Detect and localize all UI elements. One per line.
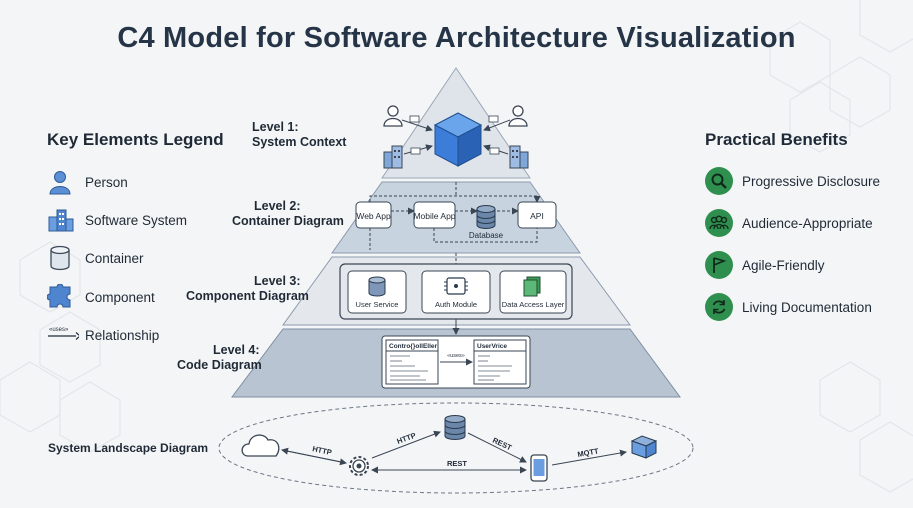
class-box: [473, 339, 527, 385]
class-name: UserVrice: [477, 343, 507, 350]
person-icon: [508, 105, 528, 127]
container-icon: [47, 243, 79, 273]
landscape-boundary: [218, 402, 694, 494]
mobile-phone-icon: [530, 454, 548, 482]
legend-panel: Key Elements Legend Person Software Syst…: [47, 130, 227, 343]
flag-icon: [705, 251, 733, 279]
benefit-item: Progressive Disclosure: [705, 166, 905, 196]
benefit-item: Audience-Appropriate: [705, 208, 905, 238]
container-diagram: Web App Mobile App Database API: [355, 182, 557, 250]
building-icon: [383, 145, 403, 169]
database-label: Database: [469, 231, 504, 240]
page-title: C4 Model for Software Architecture Visua…: [117, 22, 796, 54]
tier-level-2: [331, 181, 581, 254]
document-stack-icon: [523, 276, 541, 297]
data-access-layer-label: Data Access Layer: [502, 300, 565, 309]
person-icon: [383, 105, 403, 127]
uses-relation-label: «uses»: [447, 353, 465, 359]
message-envelope-icon: [409, 115, 420, 123]
level-2-label: Level 2: Container Diagram: [232, 199, 344, 228]
web-app-label: Web App: [356, 211, 391, 221]
legend-label: Container: [85, 250, 144, 266]
benefits-heading: Practical Benefits: [705, 130, 848, 149]
user-service-label: User Service: [356, 300, 399, 309]
message-envelope-icon: [489, 147, 500, 155]
system-context-diagram: [383, 105, 529, 169]
component-diagram: User Service Auth Module Data Access Lay…: [339, 253, 573, 320]
code-lines: [390, 355, 428, 381]
chip-icon: [444, 277, 468, 295]
legend-label: Person: [85, 174, 128, 190]
benefit-item: Agile-Friendly: [705, 250, 905, 280]
edge-label-http: HTTP: [312, 444, 333, 457]
legend-item-person: Person: [47, 167, 227, 197]
edge-label-http: HTTP: [396, 431, 417, 446]
code-lines: [478, 355, 512, 381]
benefits-panel: Practical Benefits Progressive Disclosur…: [705, 130, 905, 321]
edge-label-mqtt: MQTT: [577, 446, 600, 459]
magnifier-icon: [705, 167, 733, 195]
landscape-label: System Landscape Diagram: [48, 441, 209, 455]
audience-icon: [705, 209, 733, 237]
central-system-cube-icon: [433, 112, 483, 167]
cloud-icon: [241, 434, 280, 457]
message-envelope-icon: [410, 147, 421, 155]
refresh-icon: [705, 293, 733, 321]
web-app-container: [355, 201, 392, 229]
auth-module-label: Auth Module: [435, 300, 477, 309]
relationship-arrow-icon: «uses»: [47, 320, 79, 350]
component-icon: [47, 282, 79, 312]
system-landscape-diagram: HTTP HTTP REST REST MQTT: [218, 402, 694, 494]
legend-label: Component: [85, 289, 155, 305]
benefit-item: Living Documentation: [705, 292, 905, 322]
benefit-label: Living Documentation: [742, 299, 872, 315]
gear-icon: [349, 456, 369, 476]
legend-label: Software System: [85, 212, 188, 228]
level-3-label: Level 3: Component Diagram: [186, 274, 309, 303]
software-system-icon: [47, 205, 79, 235]
level-1-label: Level 1: System Context: [252, 120, 347, 149]
api-container: [517, 201, 557, 229]
building-icon: [509, 145, 529, 169]
legend-label: Relationship: [85, 327, 160, 343]
level-4-label: Level 4: Code Diagram: [177, 343, 262, 372]
class-box: [385, 339, 439, 385]
class-name: Contro{}ollEller: [389, 343, 438, 350]
legend-item-relationship: «uses» Relationship: [47, 320, 227, 350]
mobile-app-container: [413, 201, 456, 229]
edge-label-rest: REST: [447, 459, 467, 468]
mobile-app-label: Mobile App: [413, 211, 455, 221]
legend-item-software-system: Software System: [47, 205, 227, 235]
database-icon: [444, 415, 466, 440]
benefit-label: Agile-Friendly: [742, 257, 825, 273]
benefit-label: Progressive Disclosure: [742, 173, 881, 189]
database-icon: [476, 205, 496, 229]
legend-item-component: Component: [47, 282, 227, 312]
legend-heading: Key Elements Legend: [47, 130, 224, 149]
relationship-arrow-text: «uses»: [49, 327, 69, 333]
benefit-label: Audience-Appropriate: [742, 215, 873, 231]
legend-item-container: Container: [47, 243, 227, 273]
device-cube-icon: [630, 435, 658, 459]
message-envelope-icon: [488, 115, 499, 123]
person-icon: [47, 167, 79, 197]
api-label: API: [530, 211, 544, 221]
database-icon: [368, 276, 386, 297]
code-diagram: Contro{}ollEller «uses» UserVrice: [381, 319, 531, 389]
